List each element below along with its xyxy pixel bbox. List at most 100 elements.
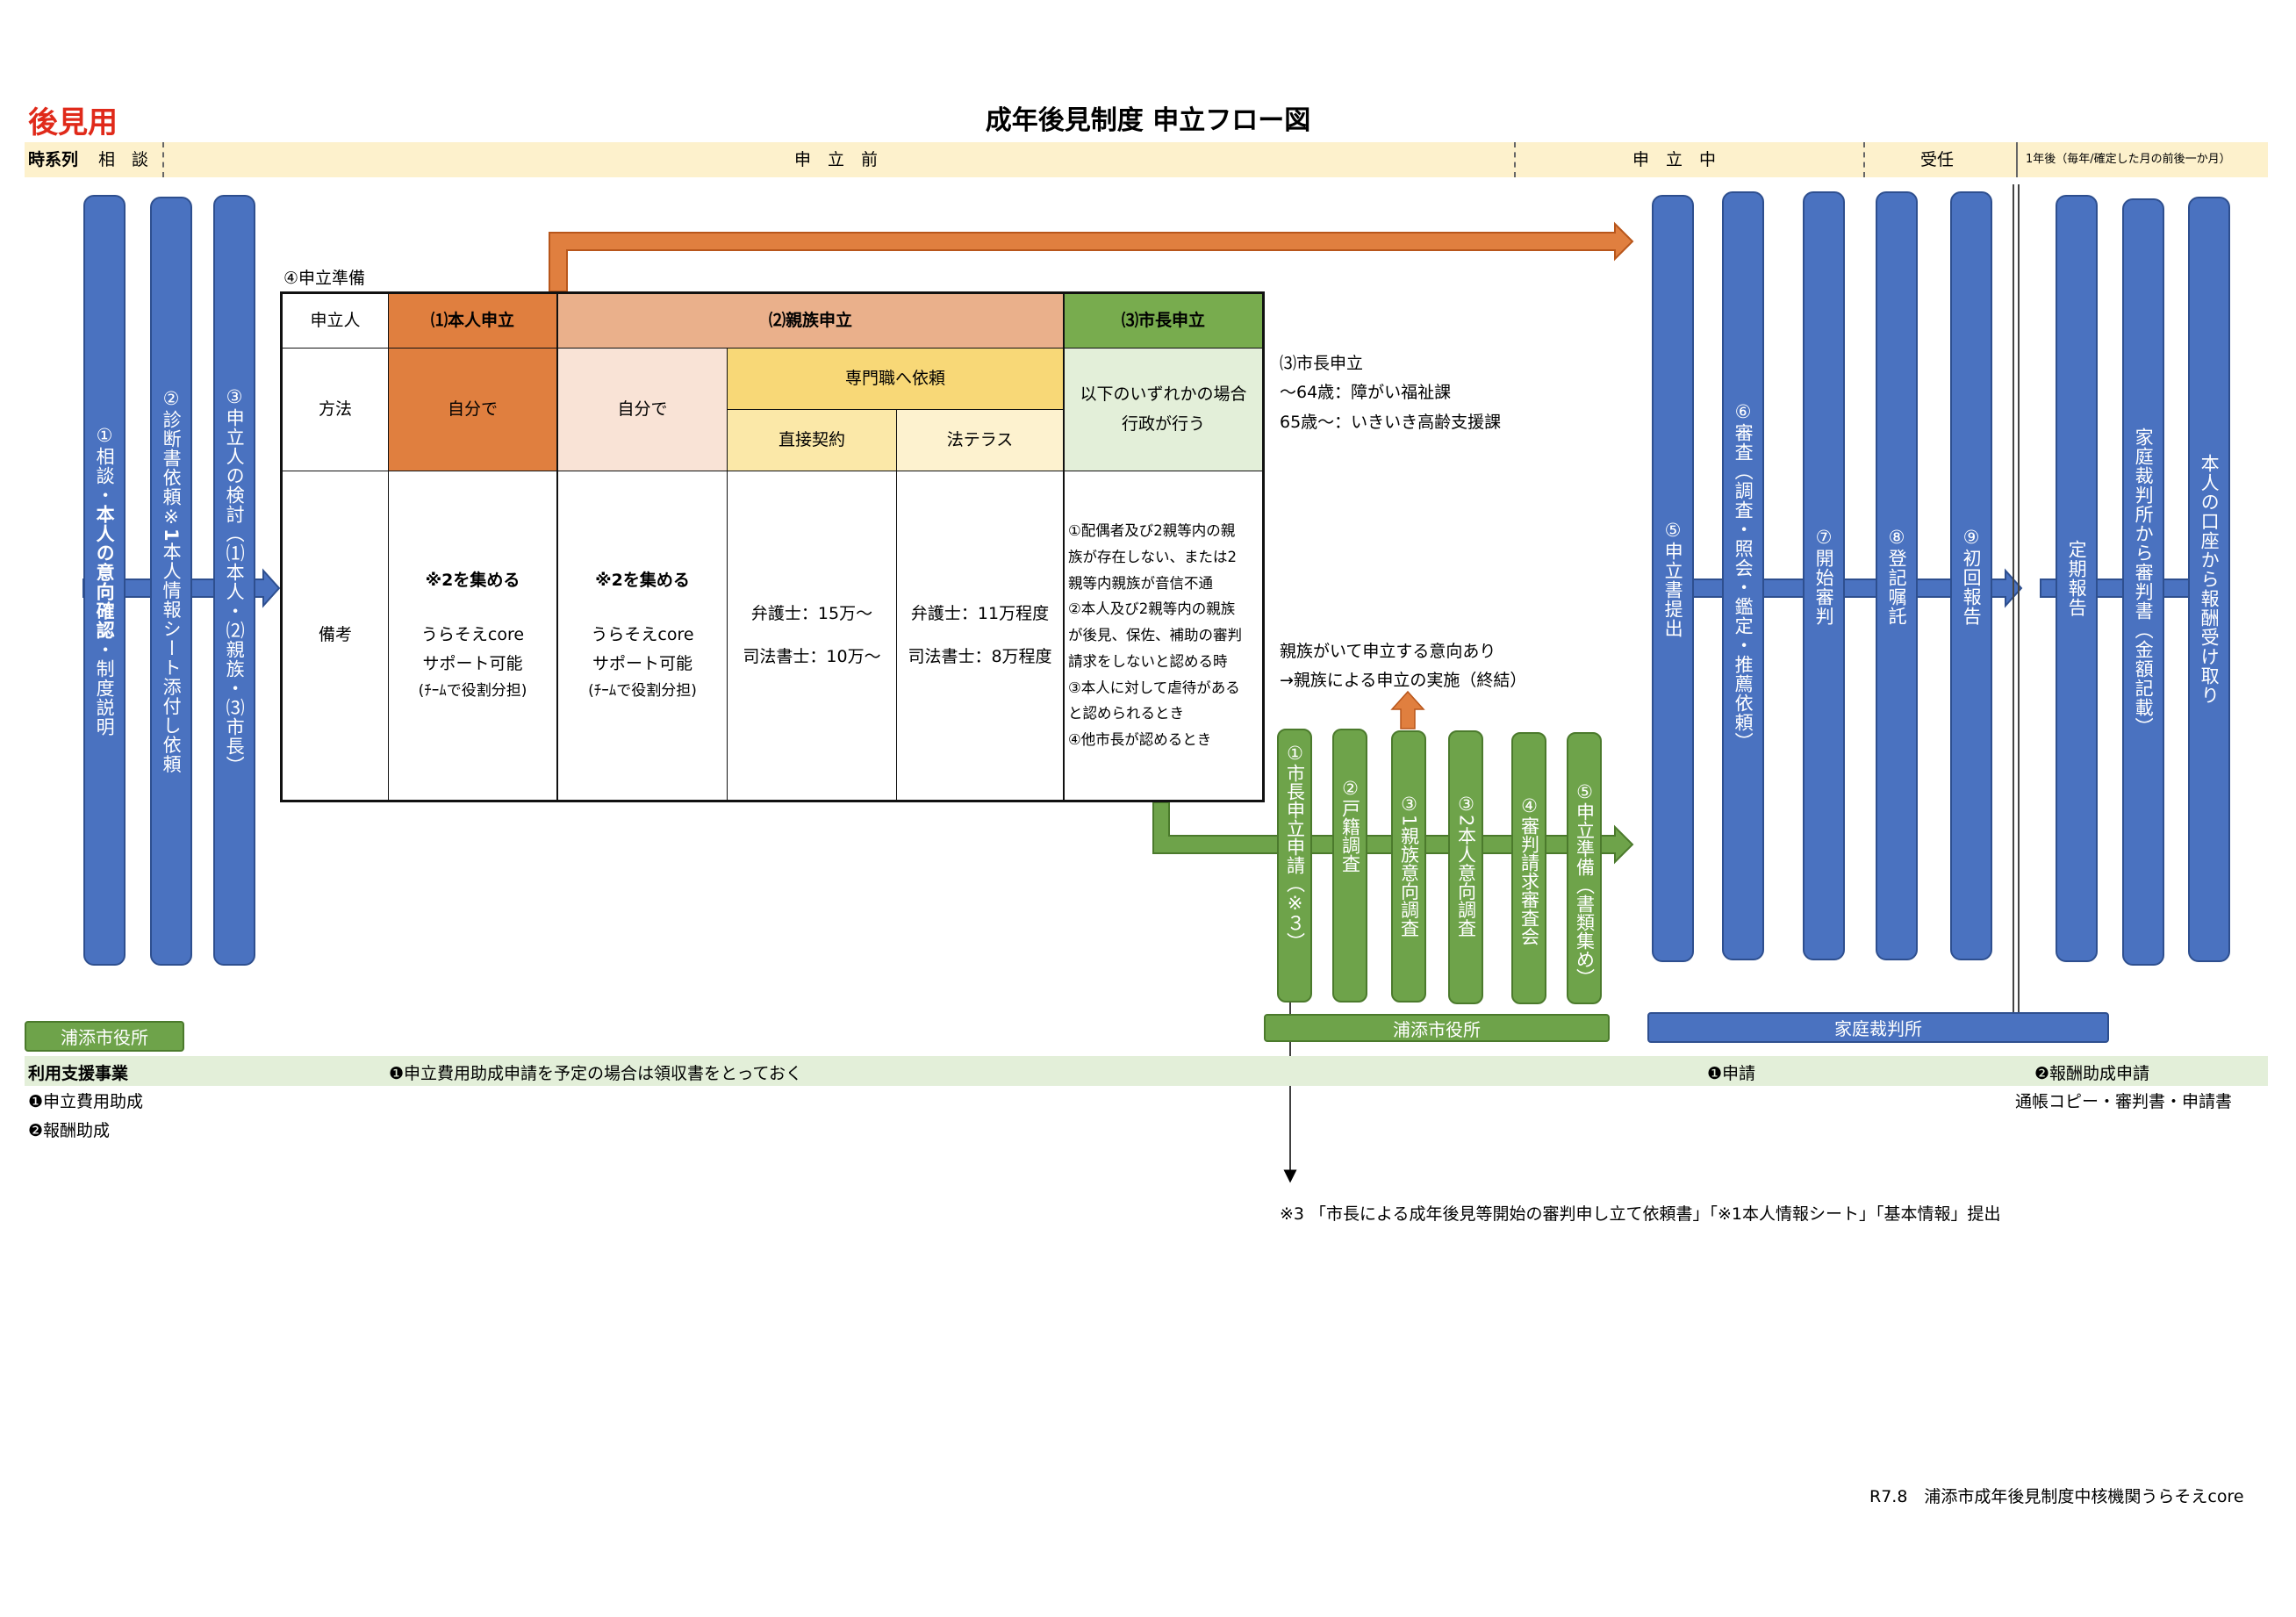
- fee-scrivener-direct: 司法書士：10万～: [743, 647, 881, 666]
- support-title: 利用支援事業: [28, 1064, 129, 1083]
- fee-scrivener-houterasu: 司法書士：8万程度: [908, 647, 1052, 666]
- footer-credit: R7.8 浦添市成年後見制度中核機関うらそえcore: [1869, 1487, 2244, 1506]
- notes-relative-self: ※2を集める うらそえcore サポート可能 (ﾁｰﾑで役割分担): [558, 471, 728, 800]
- green-step-relative-intent: ③1親族意向調査: [1391, 730, 1426, 1003]
- method-self: 自分で: [389, 349, 558, 471]
- step-start-judgment: ⑦開始審判: [1803, 191, 1845, 960]
- step-label: 本人の口座から報酬受け取り: [2199, 454, 2221, 705]
- support-note-apply: ❶申請: [1707, 1064, 1756, 1083]
- corner-label: 後見用: [28, 105, 118, 140]
- phase-divider: [2016, 142, 2018, 177]
- notes-direct-fees: 弁護士：15万～ 司法書士：10万～: [728, 471, 897, 800]
- row-label-petitioner: 申立人: [283, 294, 389, 349]
- step-fee-receipt: 本人の口座から報酬受け取り: [2188, 197, 2230, 962]
- step-label: ⑧登記嘱託: [1886, 526, 1908, 626]
- prep-label: ④申立準備: [283, 269, 366, 288]
- support-item-petition-cost: ❶申立費用助成: [28, 1092, 144, 1111]
- method-mayor: 以下のいずれかの場合 行政が行う: [1065, 349, 1262, 471]
- step-label: ⑦開始審判: [1813, 526, 1835, 626]
- orange-arrow: [549, 221, 1634, 292]
- row-label-method: 方法: [283, 349, 389, 471]
- notes-mayor-line: ③本人に対して虐待がある: [1068, 679, 1240, 696]
- notes-self-line: うらそえcore: [420, 624, 525, 644]
- header-relative: ⑵親族申立: [558, 294, 1065, 349]
- notes-relative-line: サポート可能: [592, 653, 692, 673]
- step-court-judgment: 家庭裁判所から審判書（金額記載）: [2122, 198, 2164, 966]
- green-step-person-intent: ③2本人意向調査: [1448, 730, 1483, 1004]
- notes-relative-line: うらそえcore: [591, 624, 694, 644]
- step-medical-certificate: ②診断書依頼※1本人情報シート添付し依頼: [150, 197, 192, 966]
- phase-before-petition: 申 立 前: [794, 150, 879, 169]
- notes-mayor-line: ②本人及び2親等内の親族: [1068, 600, 1236, 618]
- notes-mayor-line: 親等内親族が音信不通: [1068, 574, 1213, 592]
- step-label: ⑥審査（調査・照会・鑑定・推薦依頼）: [1733, 400, 1754, 751]
- notes-houterasu-fees: 弁護士：11万程度 司法書士：8万程度: [897, 471, 1065, 800]
- row-label-notes: 備考: [283, 471, 389, 800]
- notes-self-line: サポート可能: [422, 653, 523, 673]
- mayor-note: ⑶市長申立 ～64歳：障がい福祉課 65歳～：いきいき高齢支援課: [1280, 349, 1501, 437]
- green-step-label: ④審判請求審査会: [1518, 795, 1540, 945]
- phase-divider: [1863, 142, 1865, 177]
- notes-self-bold: ※2を集める: [425, 571, 520, 591]
- notes-mayor-line: 請求をしないと認める時: [1068, 652, 1228, 670]
- notes-mayor-line: 族が存在しない、または2: [1068, 549, 1237, 566]
- notes-self: ※2を集める うらそえcore サポート可能 (ﾁｰﾑで役割分担): [389, 471, 558, 800]
- step-label: 家庭裁判所から審判書（金額記載）: [2133, 428, 2155, 737]
- fee-lawyer-houterasu: 弁護士：11万程度: [910, 603, 1050, 623]
- method-professional: 専門職へ依頼: [728, 349, 1065, 410]
- method-mayor-line: 行政が行う: [1121, 413, 1205, 434]
- step-label: ⑤申立書提出: [1662, 519, 1684, 638]
- header-mayor: ⑶市長申立: [1065, 294, 1262, 349]
- notes-mayor: ①配偶者及び2親等内の親 族が存在しない、または2 親等内親族が音信不通 ②本人…: [1065, 471, 1262, 800]
- support-note-documents: 通帳コピー・審判書・申請書: [2015, 1092, 2233, 1111]
- relative-note-line: 親族がいて申立する意向あり: [1280, 642, 1496, 661]
- green-step-label: ③1親族意向調査: [1398, 794, 1420, 938]
- step-label: ⑨初回報告: [1961, 526, 1983, 626]
- green-step-label: ⑤申立準備（書類集め）: [1574, 781, 1596, 987]
- fee-lawyer-direct: 弁護士：15万～: [750, 603, 873, 623]
- petition-table: 申立人 ⑴本人申立 ⑵親族申立 ⑶市長申立 方法 自分で 自分で 専門職へ依頼 …: [280, 291, 1265, 802]
- header-self: ⑴本人申立: [389, 294, 558, 349]
- step-registration: ⑧登記嘱託: [1876, 191, 1918, 960]
- phase-one-year-later: 1年後（毎年/確定した月の前後一か月）: [2026, 153, 2231, 166]
- step-periodic-report: 定期報告: [2056, 195, 2098, 962]
- green-step-family-registry: ②戸籍調査: [1332, 729, 1367, 1003]
- notes-mayor-line: が後見、保佐、補助の審判: [1068, 627, 1242, 644]
- support-note-receipt: ❶申立費用助成申請を予定の場合は領収書をとっておく: [389, 1064, 802, 1083]
- support-note-fee-apply: ❷報酬助成申請: [2034, 1064, 2150, 1083]
- green-step-label: ①市長申立申請（※３）: [1284, 743, 1306, 951]
- step-petitioner-review: ③申立人の検討（⑴本人・⑵親族・⑶市長）: [213, 195, 255, 966]
- green-step-review-board: ④審判請求審査会: [1511, 732, 1546, 1004]
- timeline-band: [25, 142, 2268, 177]
- mayor-note-line: ～64歳：障がい福祉課: [1280, 383, 1452, 403]
- step-label: 定期報告: [2066, 540, 2088, 617]
- mayor-note-line: 65歳～：いきいき高齢支援課: [1280, 412, 1502, 432]
- phase-divider: [162, 142, 164, 177]
- step-examination: ⑥審査（調査・照会・鑑定・推薦依頼）: [1722, 191, 1764, 960]
- mayor-note-line: ⑶市長申立: [1280, 354, 1364, 373]
- method-relative-self: 自分で: [558, 349, 728, 471]
- phase-divider: [1514, 142, 1516, 177]
- notes-self-small: (ﾁｰﾑで役割分担): [418, 682, 527, 700]
- orange-up-arrow: [1390, 690, 1425, 729]
- notes-mayor-line: と認められるとき: [1068, 705, 1184, 722]
- step-consultation: ①相談・本人の意向確認・制度説明: [83, 195, 126, 966]
- green-step-document-prep: ⑤申立準備（書類集め）: [1567, 732, 1602, 1004]
- timeline-label: 時系列: [28, 150, 79, 169]
- support-band: [25, 1056, 2268, 1086]
- notes-relative-small: (ﾁｰﾑで役割分担): [588, 682, 697, 700]
- method-direct-contract: 直接契約: [728, 410, 897, 471]
- green-step-label: ②戸籍調査: [1339, 778, 1361, 873]
- step-initial-report: ⑨初回報告: [1950, 191, 1992, 960]
- notes-mayor-line: ④他市長が認めるとき: [1068, 730, 1212, 748]
- step-petition-filing: ⑤申立書提出: [1652, 195, 1694, 962]
- relative-note: 親族がいて申立する意向あり →親族による申立の実施（終結）: [1280, 637, 1526, 696]
- page-title: 成年後見制度 申立フロー図: [985, 105, 1311, 136]
- green-step-mayor-request: ①市長申立申請（※３）: [1277, 729, 1312, 1003]
- step-consultation-label: ①相談・本人の意向確認・制度説明: [94, 424, 116, 737]
- phase-appointed: 受任: [1920, 150, 1955, 169]
- method-mayor-line: 以下のいずれかの場合: [1080, 384, 1247, 405]
- method-houterasu: 法テラス: [897, 410, 1065, 471]
- org-city-left: 浦添市役所: [25, 1021, 184, 1052]
- step-medical-certificate-label: ②診断書依頼※1本人情報シート添付し依頼: [161, 388, 183, 774]
